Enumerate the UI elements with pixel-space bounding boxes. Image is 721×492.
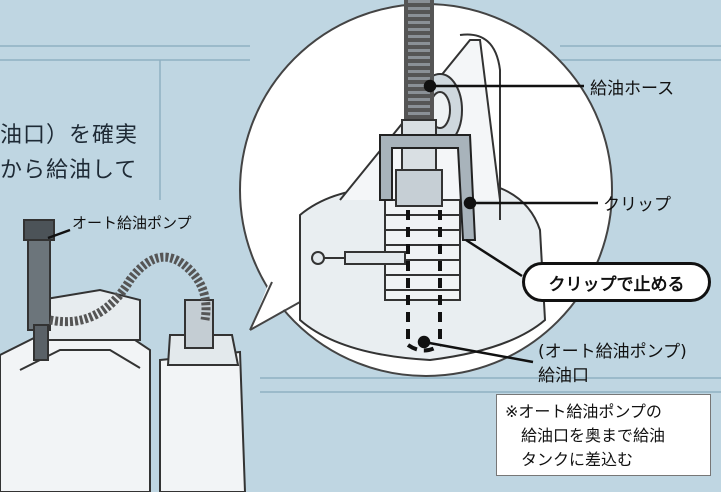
clip-action-text: クリップで止める (548, 274, 685, 295)
body-text-line-1: 油口）を確実 (0, 123, 139, 148)
inlet-label-line-2: 給油口 (538, 366, 589, 386)
leader-lines (47, 79, 598, 364)
clip-label: クリップ (603, 195, 671, 215)
insert-note-box: ※オート給油ポンプの 給油口を奥まで給油 タンクに差込む (496, 394, 711, 476)
clip-detail (379, 134, 477, 241)
auto-pump-hose (49, 252, 211, 327)
body-text-line-2: から給油して (0, 158, 138, 183)
inlet-label-line-1: (オート給油ポンプ) (538, 342, 687, 362)
inlet-dashed-outline (406, 210, 442, 353)
clip-action-callout: クリップで止める (522, 262, 711, 302)
note-line-3: タンクに差込む (521, 450, 634, 469)
threaded-neck (384, 199, 461, 301)
screw-clamp (311, 251, 406, 265)
background-table-lines (0, 45, 721, 393)
note-line-1: ※オート給油ポンプの (505, 402, 662, 421)
fuel-hose-label: 給油ホース (590, 79, 675, 99)
auto-pump-label: オート給油ポンプ (72, 214, 192, 232)
auto-pump-and-tanks (0, 219, 247, 492)
note-line-2: 給油口を奥まで給油 (521, 426, 666, 445)
